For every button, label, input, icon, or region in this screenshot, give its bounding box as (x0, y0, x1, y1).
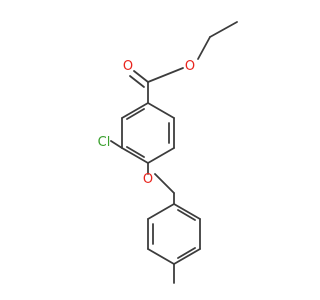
bond-ethyl-ch2-o (197, 36, 211, 60)
bond-o-ch2 (154, 173, 175, 194)
bond-ring1-d (121, 147, 149, 164)
bond-o-carbonyl (147, 67, 184, 83)
bond-ring1-c (147, 147, 175, 164)
bond-ring1-f (121, 102, 149, 119)
bond-group (110, 21, 238, 284)
bond-ring2-a (173, 203, 201, 220)
carbonyl-oxygen-label: O (123, 59, 133, 74)
ether-oxygen-label: O (143, 172, 153, 187)
molecule-diagram: O O O Cl (98, 21, 238, 284)
bond-ring1-inner-2 (126, 146, 145, 158)
bond-carbonyl-double-b (129, 75, 145, 88)
structure-canvas: O O O Cl (97, 21, 238, 284)
bond-ring1-a (147, 102, 175, 119)
bond-ring2-d (147, 248, 175, 265)
ester-oxygen-label: O (185, 59, 195, 74)
bond-carbonyl-double-a (133, 70, 149, 83)
bond-ethyl-ch3 (209, 21, 238, 38)
bond-ring2-f (147, 203, 175, 220)
bond-ring2-inner-1 (177, 209, 196, 221)
bond-ring2-inner-2 (177, 247, 196, 259)
chlorine-label: Cl (98, 135, 111, 150)
bond-ring1-inner-3 (126, 108, 145, 120)
bond-ring2-c (173, 248, 201, 265)
bond-ring-cl (110, 140, 123, 149)
